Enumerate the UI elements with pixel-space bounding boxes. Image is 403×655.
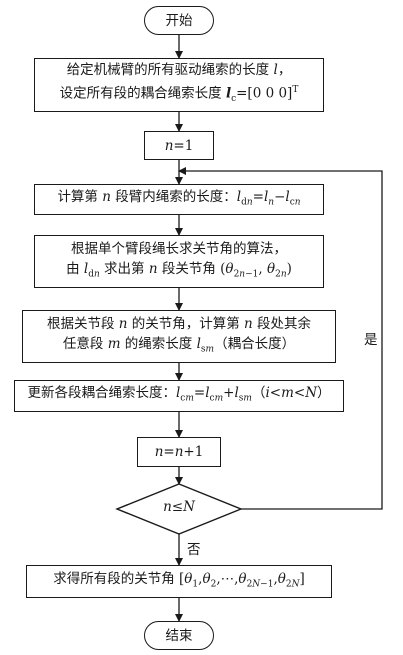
step-given-lengths-line2: 设定所有段的耦合绳索长度 lc=[0 0 0]T: [59, 85, 299, 105]
step-given-lengths-line1: 给定机械臂的所有驱动绳索的长度 l，: [66, 62, 292, 79]
step-result: 求得所有段的关节角 [θ1,θ2,⋯,θ2N−1,θ2N]: [26, 565, 332, 598]
yes-label: 是: [364, 332, 378, 348]
step-coupled-length: 根据关节段 n 的关节角，计算第 n 段处其余 任意段 m 的绳索长度 lsm（…: [22, 310, 336, 363]
step-joint-angle-line1: 根据单个臂段绳长求关节角的算法，: [71, 240, 287, 257]
start-terminal: 开始: [144, 6, 214, 35]
decision-text: n≤N: [163, 499, 195, 515]
step-update-coupled: 更新各段耦合绳索长度：lcm=lcm+lsm（i<m<N）: [14, 380, 344, 412]
step-given-lengths: 给定机械臂的所有驱动绳索的长度 l， 设定所有段的耦合绳索长度 lc=[0 0 …: [34, 58, 324, 112]
step-increment-n: n=n+1: [137, 437, 221, 467]
step-init-n: n=1: [144, 131, 214, 160]
step-joint-angle: 根据单个臂段绳长求关节角的算法， 由 ldn 求出第 n 段关节角 (θ2n−1…: [34, 235, 324, 288]
step-coupled-length-line2: 任意段 m 的绳索长度 lsm（耦合长度）: [62, 335, 296, 355]
no-label: 否: [187, 542, 201, 558]
loop-back-arrow: [178, 167, 383, 510]
decision-diamond: [115, 483, 243, 535]
step-inner-length: 计算第 n 段臂内绳索的长度：ldn=ln−lcn: [34, 184, 324, 215]
step-coupled-length-line1: 根据关节段 n 的关节角，计算第 n 段处其余: [46, 315, 312, 332]
step-joint-angle-line2: 由 ldn 求出第 n 段关节角 (θ2n−1, θ2n): [66, 260, 292, 280]
end-terminal: 结束: [144, 621, 214, 650]
